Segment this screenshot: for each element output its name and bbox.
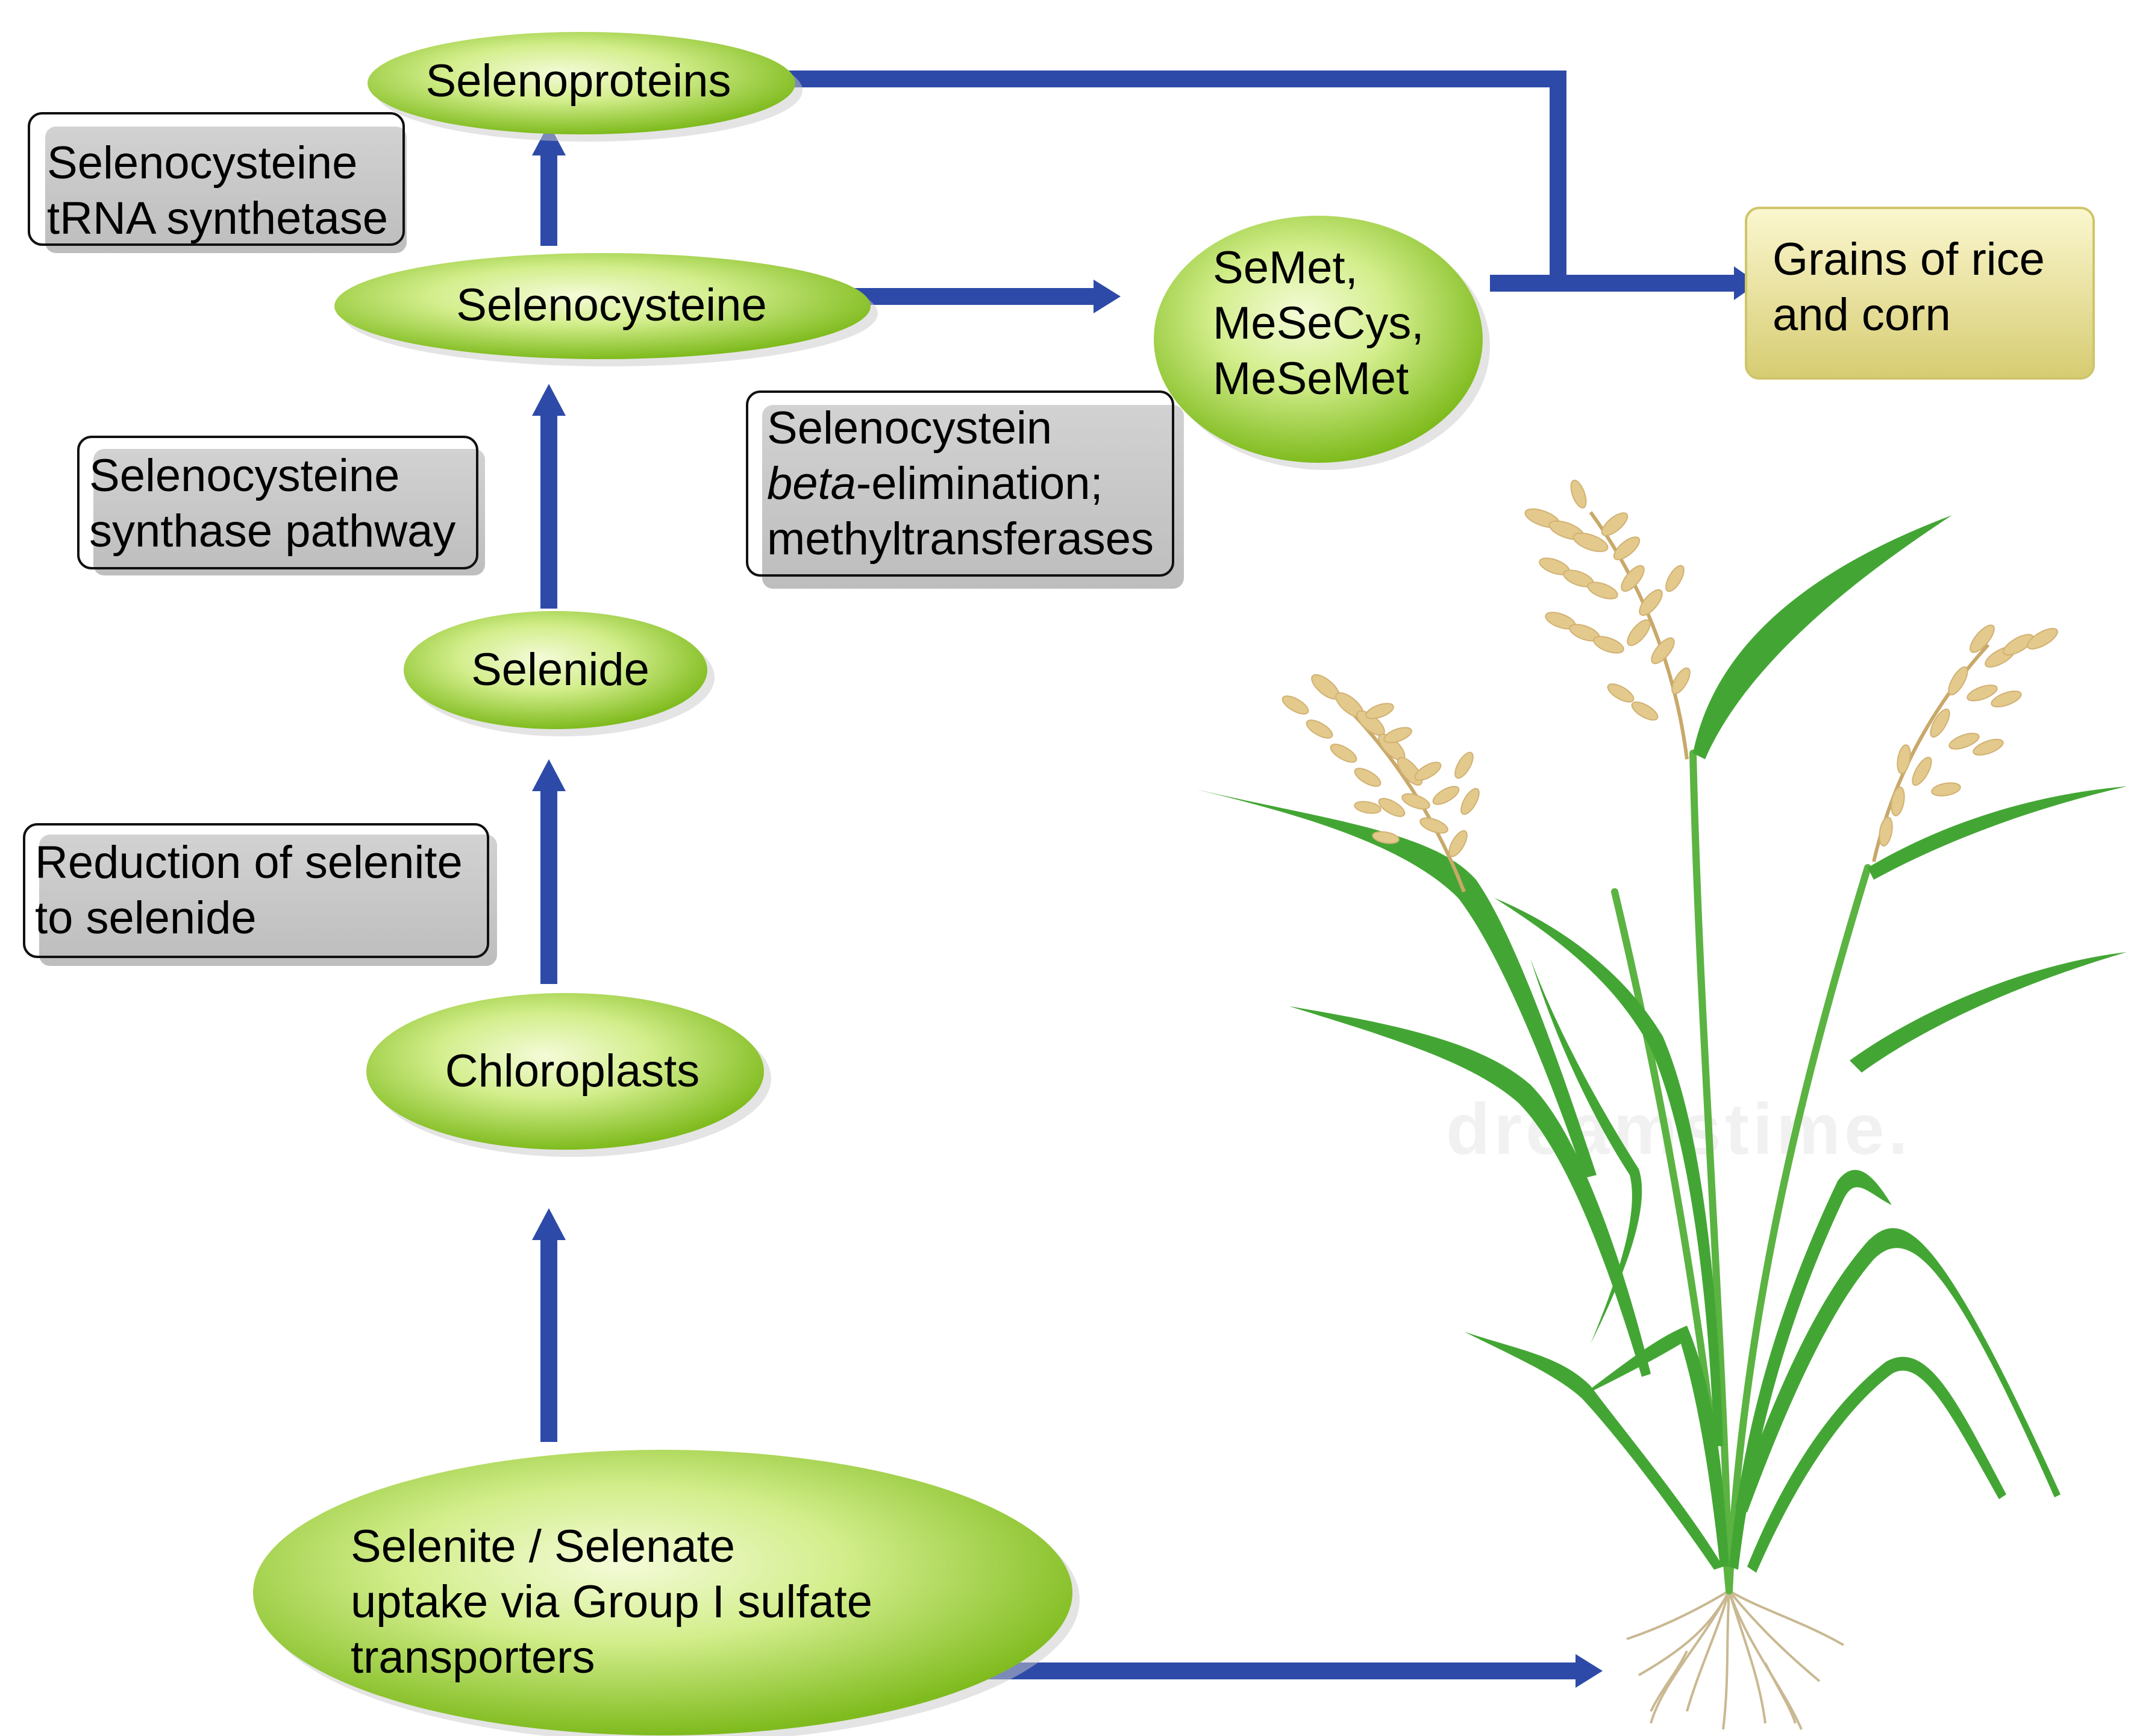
node-semet-group-label: SeMet, MeSeCys, MeSeMet [1213,242,1437,404]
rice-plant-illustration [1196,480,2127,1730]
enzyme-box-synthase-pathway: Selenocysteine synthase pathway [77,436,485,575]
grains-box: Grains of rice and corn [1745,207,2095,380]
arrow-selenoproteins-to-grains [771,71,1566,283]
enzyme-box-beta-elimination-label: Selenocystein beta-elimination; methyltr… [767,403,1154,565]
enzyme-box-trna-synthetase-label: Selenocysteine tRNA synthetase [47,137,388,244]
arrow-semet-to-grains [1490,266,1758,300]
plant-roots [1626,1590,1844,1730]
node-selenide: Selenide [404,611,715,736]
enzyme-box-reduction: Reduction of selenite to selenide [23,823,497,966]
node-selenocysteine-label: Selenocysteine [456,280,766,331]
enzyme-box-reduction-label: Reduction of selenite to selenide [35,837,475,944]
node-selenide-label: Selenide [471,644,649,695]
enzyme-box-trna-synthetase: Selenocysteine tRNA synthetase [28,112,407,253]
node-uptake-label: Selenite / Selenate uptake via Group I s… [351,1521,885,1683]
arrow-selenocysteine-to-selenoproteins [532,124,566,246]
node-selenocysteine: Selenocysteine [334,253,878,366]
node-semet-group: SeMet, MeSeCys, MeSeMet [1154,216,1490,470]
node-selenoproteins: Selenoproteins [368,32,803,142]
panicle-center [1524,480,1691,760]
enzyme-box-synthase-pathway-label: Selenocysteine synthase pathway [89,450,455,557]
arrow-selenocysteine-to-semet [853,280,1121,313]
node-chloroplasts: Chloroplasts [366,993,771,1157]
plant-stems [1611,750,1871,1594]
plant-grain-panicles [1281,480,2058,893]
panicle-right [1872,624,2058,862]
arrow-chloroplasts-to-selenide [532,759,566,984]
node-uptake: Selenite / Selenate uptake via Group I s… [253,1450,1080,1736]
node-selenoproteins-label: Selenoproteins [425,55,731,107]
panicle-left [1281,674,1480,893]
enzyme-box-beta-elimination: Selenocystein beta-elimination; methyltr… [746,390,1184,589]
plant-leaves [1196,515,2127,1573]
arrow-uptake-to-chloroplasts [532,1208,566,1442]
node-chloroplasts-label: Chloroplasts [445,1045,699,1097]
grains-box-label: Grains of rice and corn [1773,234,2057,340]
arrow-selenide-to-selenocysteine [532,384,566,609]
